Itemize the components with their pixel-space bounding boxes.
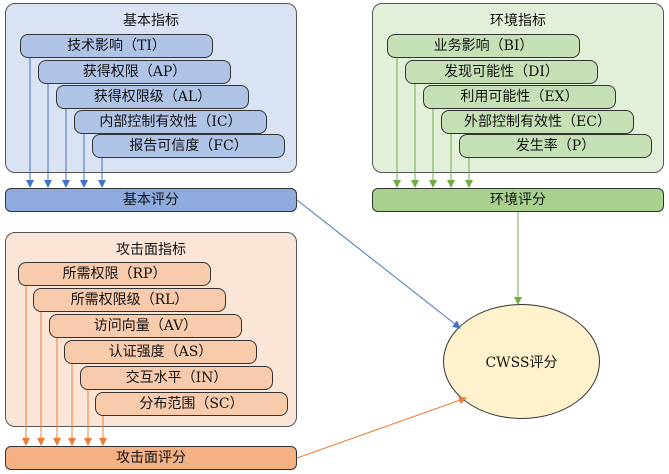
base-metrics-title: 基本指标 — [123, 13, 179, 29]
env-score-box: 环境评分 — [372, 188, 664, 212]
base-metric-item: 内部控制有效性（IC） — [74, 110, 267, 134]
attack-metric-item: 所需权限（RP） — [18, 262, 211, 286]
cwss-score-label: CWSS评分 — [485, 354, 558, 371]
base-metric-item: 获得权限级（AL） — [56, 85, 249, 109]
attack-to-cwss-arrow — [296, 396, 467, 459]
attack-item-arrows — [22, 286, 107, 446]
attack-metric-item: 交互水平（IN） — [80, 366, 273, 390]
base-to-cwss-arrow — [296, 199, 461, 329]
env-metric-item: 外部控制有效性（EC） — [441, 110, 634, 134]
base-metric-item: 报告可信度（FC） — [92, 134, 285, 158]
attack-score-box: 攻击面评分 — [5, 446, 297, 470]
env-metric-item: 利用可能性（EX） — [423, 85, 616, 109]
base-metric-item: 技术影响（TI） — [20, 34, 213, 58]
env-metric-item: 业务影响（BI） — [387, 34, 580, 58]
attack-metric-item: 认证强度（AS） — [64, 340, 257, 364]
base-metric-item: 获得权限（AP） — [38, 60, 231, 84]
env-item-arrows — [393, 58, 473, 188]
env-metrics-title: 环境指标 — [490, 13, 546, 29]
attack-metric-item: 所需权限级（RL） — [33, 288, 226, 312]
env-metric-item: 发现可能性（DI） — [405, 60, 598, 84]
attack-metrics-title: 攻击面指标 — [116, 242, 186, 258]
base-score-box: 基本评分 — [5, 188, 297, 212]
attack-metric-item: 访问向量（AV） — [49, 314, 242, 338]
base-item-arrows — [26, 58, 106, 188]
attack-metric-item: 分布范围（SC） — [95, 392, 288, 416]
cwss-score-node: CWSS评分 — [443, 304, 600, 419]
env-metric-item: 发生率（P） — [459, 134, 652, 158]
